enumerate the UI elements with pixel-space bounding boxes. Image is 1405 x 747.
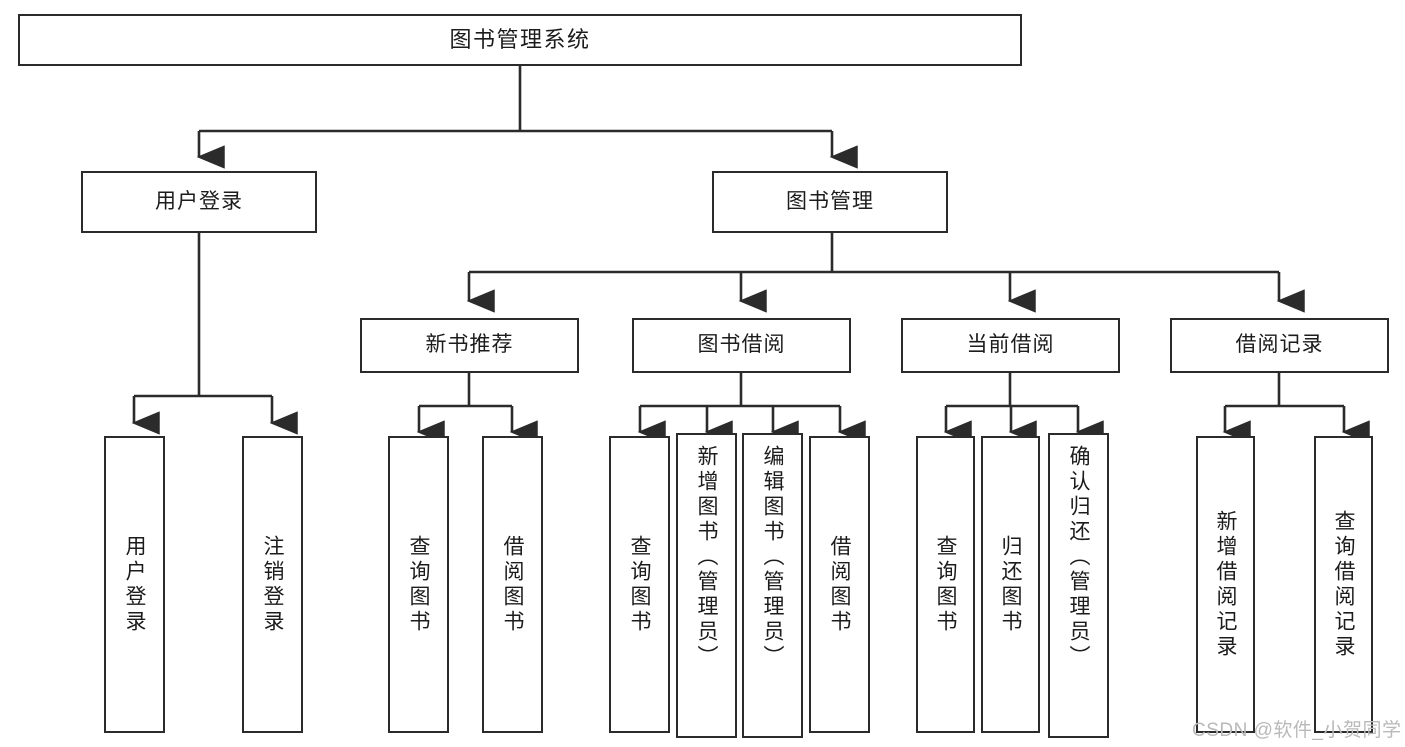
leaf-user-login-login[interactable]: 用户登录 [104, 436, 165, 733]
leaf-borrow-record-add-record[interactable]: 新增借阅记录 [1196, 436, 1255, 733]
node-root-book-management-system[interactable]: 图书管理系统 [18, 14, 1022, 66]
node-borrow-record[interactable]: 借阅记录 [1170, 318, 1389, 373]
leaf-current-borrow-query-book[interactable]: 查询图书 [916, 436, 975, 733]
leaf-user-login-logout[interactable]: 注销登录 [242, 436, 303, 733]
node-label: 确认归还（管理员） [1067, 445, 1090, 670]
leaf-book-borrow-borrow-book[interactable]: 借阅图书 [809, 436, 870, 733]
leaf-current-borrow-confirm-return-admin[interactable]: 确认归还（管理员） [1048, 433, 1109, 738]
node-label: 编辑图书（管理员） [761, 445, 784, 670]
node-label: 新增借阅记录 [1214, 509, 1237, 660]
node-label: 图书借阅 [697, 333, 786, 357]
node-label: 查询借阅记录 [1332, 509, 1355, 660]
node-label: 借阅图书 [501, 534, 524, 635]
leaf-book-borrow-edit-book-admin[interactable]: 编辑图书（管理员） [742, 433, 803, 738]
leaf-new-book-borrow-book[interactable]: 借阅图书 [482, 436, 543, 733]
node-label: 查询图书 [628, 534, 651, 635]
leaf-new-book-query-book[interactable]: 查询图书 [388, 436, 449, 733]
node-label: 图书管理系统 [449, 27, 591, 53]
leaf-book-borrow-add-book-admin[interactable]: 新增图书（管理员） [676, 433, 737, 738]
node-label: 查询图书 [407, 534, 430, 635]
node-label: 新书推荐 [425, 333, 514, 357]
node-label: 当前借阅 [966, 333, 1055, 357]
leaf-borrow-record-query-record[interactable]: 查询借阅记录 [1314, 436, 1373, 733]
node-book-borrow[interactable]: 图书借阅 [632, 318, 851, 373]
node-current-borrow[interactable]: 当前借阅 [901, 318, 1120, 373]
node-label: 用户登录 [155, 189, 243, 213]
node-label: 新增图书（管理员） [695, 445, 718, 670]
node-book-management[interactable]: 图书管理 [712, 171, 948, 233]
node-label: 注销登录 [261, 534, 284, 635]
node-new-book-recommend[interactable]: 新书推荐 [360, 318, 579, 373]
node-label: 借阅记录 [1235, 333, 1324, 357]
leaf-current-borrow-return-book[interactable]: 归还图书 [981, 436, 1040, 733]
node-label: 归还图书 [999, 534, 1022, 635]
node-label: 用户登录 [123, 534, 146, 635]
node-label: 借阅图书 [828, 534, 851, 635]
leaf-book-borrow-query-book[interactable]: 查询图书 [609, 436, 670, 733]
node-label: 图书管理 [786, 189, 874, 213]
node-label: 查询图书 [934, 534, 957, 635]
node-user-login[interactable]: 用户登录 [81, 171, 317, 233]
csdn-watermark: CSDN @软件_小贺同学 [1192, 720, 1402, 741]
